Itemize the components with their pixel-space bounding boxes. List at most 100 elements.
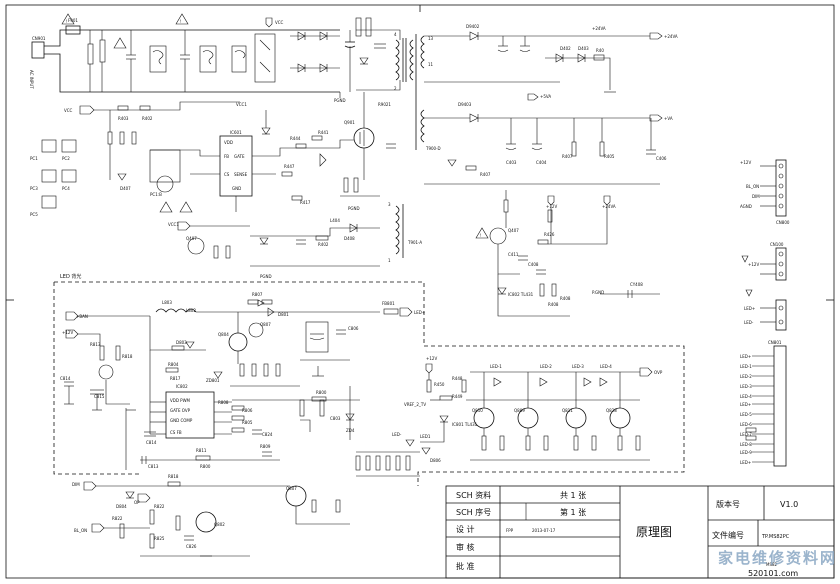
svg-text:+24VA: +24VA	[592, 26, 606, 31]
svg-text:CY408: CY408	[630, 282, 643, 287]
svg-text:T900-D: T900-D	[425, 146, 441, 151]
svg-text:R825: R825	[154, 536, 165, 541]
svg-text:C813: C813	[148, 464, 159, 469]
secondary-output-section: 13 11 T900-D D9402 +24VA +24VA D402 D403…	[415, 24, 678, 185]
svg-text:PC2: PC2	[62, 156, 70, 161]
aux-winding-section: VCC1 Q407 L404 D408 R402 PGND 3 1 T901-A	[168, 202, 422, 279]
cn801-pin-6: LED+	[740, 402, 751, 407]
cn802-pin-1: LED+	[744, 306, 755, 311]
cn801-pin-2: LED-1	[740, 364, 752, 369]
feedback-tl431-section: ! Q407 R426 +12V +24VA C411 IC802 TL431 …	[475, 190, 660, 317]
svg-text:R407: R407	[480, 172, 491, 177]
svg-text:R417: R417	[300, 200, 311, 205]
fuse-ref: F901	[68, 18, 78, 23]
svg-text:D806: D806	[430, 458, 441, 463]
svg-text:GND: GND	[232, 186, 241, 191]
svg-text:LED1: LED1	[420, 434, 431, 439]
watermark: 家电维修资料网 520101.com	[718, 549, 837, 578]
svg-text:C814: C814	[60, 376, 71, 381]
svg-text:R805: R805	[242, 420, 253, 425]
tb-approve-label: 批 准	[456, 561, 475, 571]
svg-text:Q802: Q802	[214, 522, 225, 527]
svg-text:Q807: Q807	[286, 486, 297, 491]
svg-text:OP: OP	[134, 500, 140, 505]
svg-text:PC3: PC3	[30, 186, 38, 191]
svg-text:VCC1: VCC1	[168, 222, 179, 227]
cn800-pin-1: +12V	[740, 160, 751, 165]
svg-text:PC1:B: PC1:B	[150, 192, 162, 197]
svg-text:FB: FB	[224, 154, 229, 159]
svg-text:R426: R426	[544, 232, 555, 237]
svg-text:R822: R822	[154, 504, 165, 509]
svg-text:R818: R818	[168, 474, 179, 479]
svg-text:C814: C814	[146, 440, 157, 445]
ac-input-label: AC INPUT	[29, 70, 34, 89]
svg-text:R448: R448	[452, 376, 463, 381]
tb-design-label: 设 计	[456, 524, 475, 534]
svg-text:D9402: D9402	[466, 24, 480, 29]
tb-docnum-label: 文件编号	[712, 530, 744, 540]
svg-text:4: 4	[394, 32, 397, 37]
tb-sch-seq-label: SCH 序号	[456, 507, 491, 517]
ic-led-driver-ref: IC802	[176, 384, 188, 389]
connector-cn800: +12V BL_ON DIM AGND CN800	[740, 159, 790, 225]
cn100-ref: CN100	[770, 242, 784, 247]
svg-text:!: !	[180, 19, 182, 24]
tb-review-label: 审 核	[456, 542, 475, 552]
sheet-frame	[5, 4, 835, 579]
tb-total: 共 1 张	[560, 491, 586, 500]
svg-text:D402: D402	[560, 46, 571, 51]
svg-text:SENSE: SENSE	[234, 172, 248, 177]
cn802-pin-2: LED-	[744, 320, 754, 325]
svg-text:R402: R402	[142, 116, 153, 121]
svg-text:Q809: Q809	[514, 408, 525, 413]
led-current-sinks: +12V R450 R448 R449 VREF_2_TV IC801 TL43…	[404, 356, 663, 461]
cn801-pin-11: LED-9	[740, 450, 752, 455]
connector-cn100: CN100 +12V	[741, 242, 787, 281]
tb-version-label: 版本号	[716, 499, 740, 509]
svg-text:GATE: GATE	[234, 154, 245, 159]
ac-connector-ref: CN901	[32, 36, 46, 41]
svg-text:Q407: Q407	[508, 228, 519, 233]
tb-page: 第 1 张	[560, 507, 586, 517]
svg-text:PC5: PC5	[30, 212, 38, 217]
net-led-3: LED-3	[572, 364, 584, 369]
svg-text:D801: D801	[278, 312, 289, 317]
svg-text:C403: C403	[506, 160, 517, 165]
watermark-text: 家电维修资料网	[718, 549, 837, 567]
svg-text:PC1: PC1	[30, 156, 38, 161]
primary-snubber-section: 4 2 R9021	[355, 17, 414, 108]
svg-text:C411: C411	[508, 252, 519, 257]
cn801-pin-12: LED+	[740, 460, 751, 465]
tb-doc-title: 原理图	[636, 525, 672, 539]
svg-text:VDD: VDD	[224, 140, 233, 145]
svg-text:CS FB: CS FB	[170, 430, 182, 435]
svg-text:Q901: Q901	[344, 120, 355, 125]
svg-text:+5VA: +5VA	[540, 94, 551, 99]
watermark-url: 520101.com	[748, 569, 798, 578]
svg-text:GND COMP: GND COMP	[170, 418, 193, 423]
svg-text:+BAN: +BAN	[76, 314, 88, 319]
svg-text:R444: R444	[290, 136, 301, 141]
tb-version-value: V1.0	[780, 500, 798, 509]
svg-text:ZD4: ZD4	[346, 428, 355, 433]
svg-text:R407: R407	[562, 154, 573, 159]
svg-text:R449: R449	[452, 394, 463, 399]
tb-design-value: FPP	[506, 528, 514, 533]
smd-footprints: PC1 PC2 PC3 PC4 PC5	[30, 139, 77, 217]
svg-text:ZD801: ZD801	[206, 378, 220, 383]
svg-text:Q811: Q811	[562, 408, 573, 413]
svg-text:C815: C815	[94, 394, 105, 399]
svg-text:+12V: +12V	[426, 356, 437, 361]
led-backlight-region: LED 背光 +BAN +12V L803 L802 R807 D801 FB8…	[53, 273, 685, 486]
svg-text:L404: L404	[330, 218, 340, 223]
svg-text:Q810: Q810	[472, 408, 483, 413]
cn801-pin-5: LED-4	[740, 394, 752, 399]
svg-text:R806: R806	[242, 408, 253, 413]
tb-date: 2013-07-17	[532, 528, 556, 533]
svg-text:C408: C408	[528, 262, 539, 267]
svg-text:1: 1	[388, 258, 391, 263]
svg-text:R817: R817	[170, 376, 181, 381]
svg-text:C404: C404	[536, 160, 547, 165]
